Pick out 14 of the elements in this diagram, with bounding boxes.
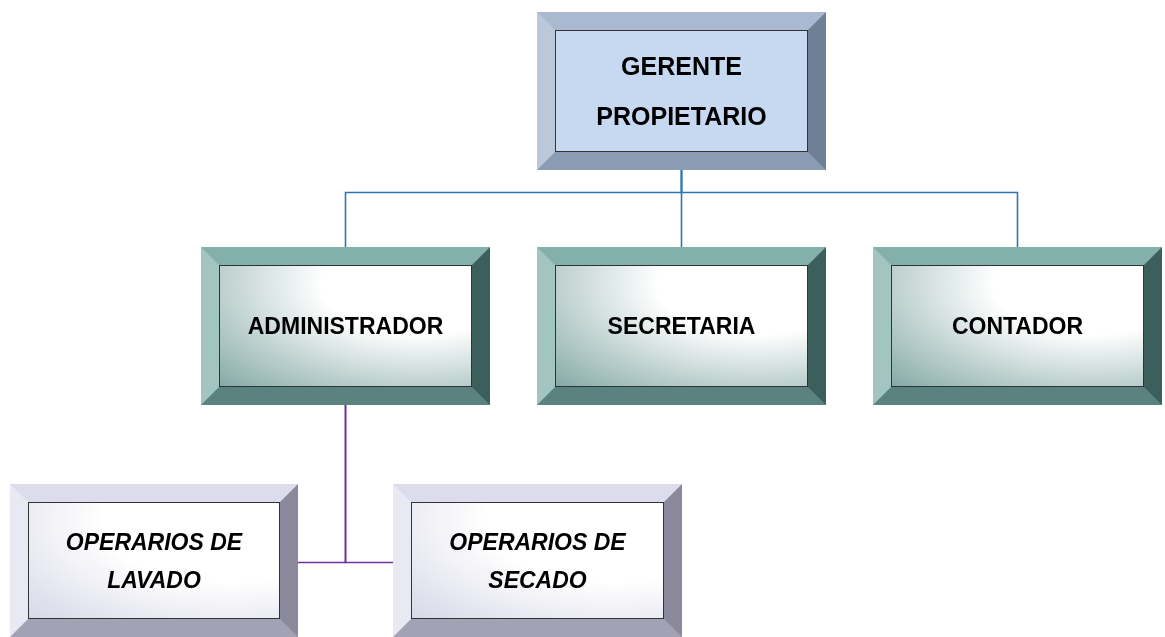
role-title: GERENTE PROPIETARIO — [595, 51, 768, 132]
role-title: ADMINISTRADOR — [247, 311, 444, 341]
org-box — [537, 247, 826, 405]
connector-line — [680, 169, 1019, 248]
org-box — [873, 247, 1162, 405]
org-box — [10, 484, 298, 637]
org-box — [393, 484, 682, 637]
connector-line — [344, 404, 394, 564]
role-title: OPERARIOS DE LAVADO — [64, 527, 244, 595]
org-box — [201, 247, 490, 405]
role-title: OPERARIOS DE SECADO — [448, 527, 627, 595]
role-title: SECRETARIA — [607, 311, 756, 341]
role-title: CONTADOR — [951, 311, 1084, 341]
org-box — [537, 12, 826, 170]
